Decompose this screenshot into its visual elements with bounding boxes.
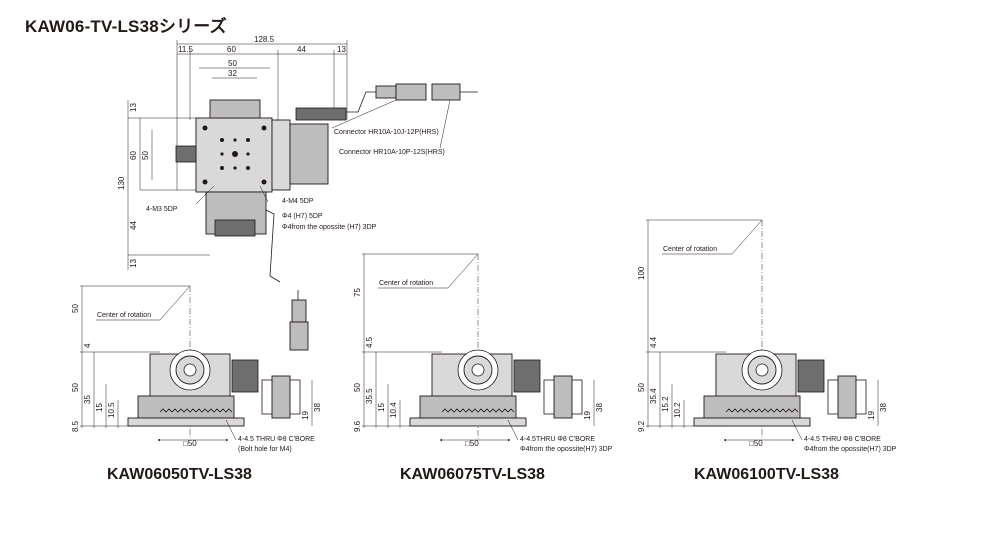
thru-extra-label: Φ4from the opossite(H7) 3DP	[804, 446, 897, 453]
dim-left-13b: 13	[129, 259, 138, 268]
model-label-50: KAW06050TV-LS38	[107, 466, 252, 483]
dim-44: 44	[297, 45, 306, 54]
stage-lower	[419, 395, 517, 419]
dim-d50: 50	[637, 383, 646, 392]
center-of-rotation-label: Center of rotation	[379, 280, 433, 287]
dim-left-130: 130	[117, 176, 126, 190]
dim-d19: 19	[301, 411, 310, 420]
center-of-rotation-label: Center of rotation	[97, 312, 151, 319]
dim-d50: 50	[353, 383, 362, 392]
dim-left-44: 44	[129, 221, 138, 230]
stage-lower	[137, 395, 235, 419]
dim-left-60: 60	[129, 151, 138, 160]
motor-connector	[513, 359, 541, 393]
dim-d38: 38	[595, 403, 604, 412]
model-label-100: KAW06100TV-LS38	[694, 466, 839, 483]
dim-d38: 38	[313, 403, 322, 412]
dim-square: □50	[183, 439, 197, 448]
m4-label: 4-M4 5DP	[282, 198, 314, 205]
dim-d10-5: 10.4	[389, 402, 398, 418]
dim-d35: 35.5	[365, 388, 374, 404]
dim-d35: 35	[83, 395, 92, 404]
thru-extra-label: (Bolt hole for M4)	[238, 446, 292, 453]
motor-connector	[231, 359, 259, 393]
dim-d8-5: 8.5	[71, 420, 80, 432]
connector1-label: Connector HR10A-10J-12P(HRS)	[334, 129, 439, 136]
model-label-75: KAW06075TV-LS38	[400, 466, 545, 483]
dim-d15: 15	[377, 403, 386, 412]
dim-11-5: 11.5	[178, 45, 194, 54]
dim-square: □50	[749, 439, 763, 448]
gear-teeth	[441, 408, 515, 413]
dim-d19: 19	[867, 411, 876, 420]
dim-left-13a: 13	[129, 103, 138, 112]
gear-teeth	[159, 408, 233, 413]
dim-d10-5: 10.2	[673, 402, 682, 418]
dim-13: 13	[337, 45, 346, 54]
dim-square: □50	[465, 439, 479, 448]
thru-label: 4-4.5 THRU Φ8 C'BORE	[804, 436, 881, 443]
dim-d38: 38	[879, 403, 888, 412]
dim-32: 32	[228, 69, 237, 78]
dim-d4: 4.4	[649, 336, 658, 348]
dim-left-50: 50	[141, 151, 150, 160]
center-of-rotation-label: Center of rotation	[663, 246, 717, 253]
dim-d4: 4	[83, 343, 92, 348]
gear-teeth	[725, 408, 799, 413]
dim-50: 50	[228, 59, 237, 68]
top-view: 128.5 11.5 60 44 13 50 32 13 60 50 130 4…	[117, 35, 478, 351]
base-plate	[127, 417, 245, 427]
phi4-label: Φ4 (H7) 5DP	[282, 213, 323, 220]
stage-lower	[703, 395, 801, 419]
dim-d4: 4.5	[365, 336, 374, 348]
dim-d15: 15	[95, 403, 104, 412]
motor-connector	[797, 359, 825, 393]
thru-label: 4-4.5THRU Φ8 C'BORE	[520, 436, 595, 443]
connector2-label: Connector HR10A-10P-12S(HRS)	[339, 149, 445, 156]
dim-d10-5: 10.5	[107, 402, 116, 418]
base-plate	[693, 417, 811, 427]
base-plate	[409, 417, 527, 427]
dim-height-top: 100	[637, 266, 646, 280]
dim-d8-5: 9.2	[637, 420, 646, 432]
dim-height-top: 75	[353, 288, 362, 297]
dim-d15: 15.2	[661, 396, 670, 412]
phi4-opposite-label: Φ4from the opossite (H7) 3DP	[282, 224, 377, 231]
dim-d19: 19	[583, 411, 592, 420]
dim-60: 60	[227, 45, 236, 54]
thru-label: 4-4.5 THRU Φ8 C'BORE	[238, 436, 315, 443]
dim-d8-5: 9.6	[353, 420, 362, 432]
dim-d35: 35.4	[649, 388, 658, 404]
dim-d50: 50	[71, 383, 80, 392]
page-title: KAW06-TV-LS38シリーズ	[25, 17, 227, 36]
m3-label: 4-M3 5DP	[146, 206, 178, 213]
dim-overall: 128.5	[254, 35, 275, 44]
thru-extra-label: Φ4from the opossite(H7) 3DP	[520, 446, 613, 453]
dim-height-top: 50	[71, 304, 80, 313]
